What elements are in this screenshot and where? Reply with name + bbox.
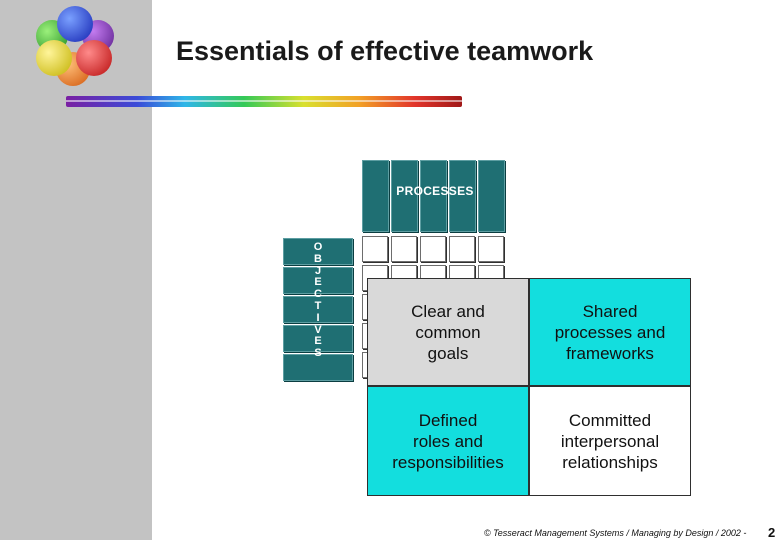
page-number: 2 [768,525,776,540]
objective-row [283,238,353,265]
objectives-header [283,238,353,382]
process-column [449,160,476,232]
objective-row [283,354,353,381]
grid-cell [420,236,446,262]
processes-label: PROCESSES [396,184,474,198]
colored-spheres-logo [30,4,120,94]
rainbow-divider [66,96,462,107]
process-column [420,160,447,232]
quadrant-goals-text: Clear and common goals [411,301,485,363]
grid-cell [391,236,417,262]
process-column [391,160,418,232]
quadrant-relationships-text: Committed interpersonal relationships [560,410,660,472]
copyright-footer: © Tesseract Management Systems / Managin… [484,528,747,538]
process-column [362,160,389,232]
quadrant-goals: Clear and common goals [367,278,529,386]
quadrant-processes: Shared processes and frameworks [529,278,691,386]
logo-ball-yellow [36,40,72,76]
objective-row [283,296,353,323]
quadrant-relationships: Committed interpersonal relationships [529,386,691,496]
processes-header: PROCESSES [360,160,510,232]
grid-cell [362,236,388,262]
objectives-label: O B J E C T I V E S [313,241,323,360]
grid-cell [478,236,504,262]
objective-row [283,267,353,294]
quadrant-roles-text: Defined roles and responsibilities [392,410,504,472]
side-band [0,0,152,540]
quadrant-processes-text: Shared processes and frameworks [554,301,666,363]
quadrant-roles: Defined roles and responsibilities [367,386,529,496]
slide-title: Essentials of effective teamwork [176,36,594,66]
objective-row [283,325,353,352]
logo-ball-red [76,40,112,76]
grid-cell [449,236,475,262]
process-column [478,160,505,232]
logo-ball-blue [57,6,93,42]
